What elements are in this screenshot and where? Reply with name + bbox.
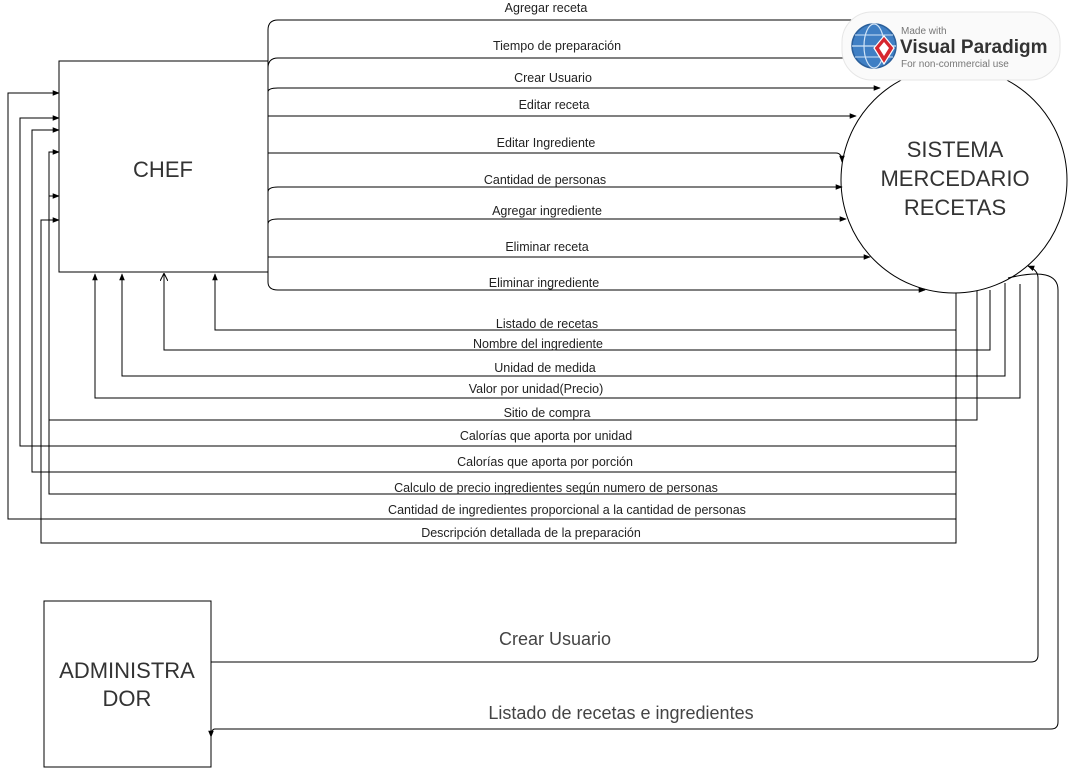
flow-agregar-ingrediente <box>267 216 847 226</box>
admin-entity-label-line2: DOR <box>103 686 152 711</box>
label-admin-crear-usuario: Crear Usuario <box>499 629 611 649</box>
label-admin-listado: Listado de recetas e ingredientes <box>488 703 753 723</box>
flow-admin-listado <box>208 273 1059 738</box>
flow-crear-usuario-chef <box>267 85 881 100</box>
globe-logo-icon <box>851 23 897 69</box>
system-label-line1: SISTEMA <box>907 137 1004 162</box>
label-sitio-compra: Sitio de compra <box>504 406 591 420</box>
label-listado-recetas: Listado de recetas <box>496 317 598 331</box>
system-label-line3: RECETAS <box>904 195 1006 220</box>
flow-eliminar-ingrediente <box>267 262 926 293</box>
label-nombre-ingrediente: Nombre del ingrediente <box>473 337 603 351</box>
label-calorias-porcion: Calorías que aporta por porción <box>457 455 633 469</box>
label-crear-usuario: Crear Usuario <box>514 71 592 85</box>
label-valor-unidad: Valor por unidad(Precio) <box>469 382 604 396</box>
label-eliminar-ingrediente: Eliminar ingrediente <box>489 276 600 290</box>
chef-entity-label: CHEF <box>133 157 193 182</box>
label-cantidad-personas: Cantidad de personas <box>484 173 606 187</box>
admin-entity-box <box>43 600 212 768</box>
label-calorias-unidad: Calorías que aporta por unidad <box>460 429 632 443</box>
label-calculo-precio: Calculo de precio ingredientes según num… <box>394 481 718 495</box>
flow-editar-ingrediente <box>268 152 845 163</box>
flow-valor-unidad <box>92 273 1021 399</box>
visual-paradigm-watermark: Made with Visual Paradigm For non-commer… <box>841 11 1061 81</box>
flow-agregar-receta <box>267 19 883 96</box>
label-agregar-ingrediente: Agregar ingrediente <box>492 204 602 218</box>
flow-cantidad-personas <box>267 184 843 196</box>
chef-entity-box <box>58 60 269 273</box>
label-editar-receta: Editar receta <box>519 98 590 112</box>
label-tiempo-preparacion: Tiempo de preparación <box>493 39 621 53</box>
admin-entity-label-line1: ADMINISTRA <box>59 658 195 683</box>
label-descripcion-preparacion: Descripción detallada de la preparación <box>421 526 641 540</box>
watermark-brand: Visual Paradigm <box>900 37 1048 58</box>
watermark-note: For non-commercial use <box>901 59 1009 70</box>
label-unidad-medida: Unidad de medida <box>494 361 596 375</box>
label-eliminar-receta: Eliminar receta <box>505 240 588 254</box>
flow-admin-crear-usuario <box>211 265 1039 663</box>
label-editar-ingrediente: Editar Ingrediente <box>497 136 596 150</box>
label-cantidad-ingredientes: Cantidad de ingredientes proporcional a … <box>388 503 746 517</box>
flow-nombre-ingrediente <box>164 274 991 351</box>
flow-descripcion-preparacion <box>40 217 957 544</box>
system-label-line2: MERCEDARIO <box>880 166 1029 191</box>
flow-tiempo-preparacion <box>267 57 903 88</box>
label-agregar-receta: Agregar receta <box>505 1 588 15</box>
watermark-made-with: Made with <box>901 26 947 37</box>
flow-unidad-medida <box>119 273 1006 377</box>
